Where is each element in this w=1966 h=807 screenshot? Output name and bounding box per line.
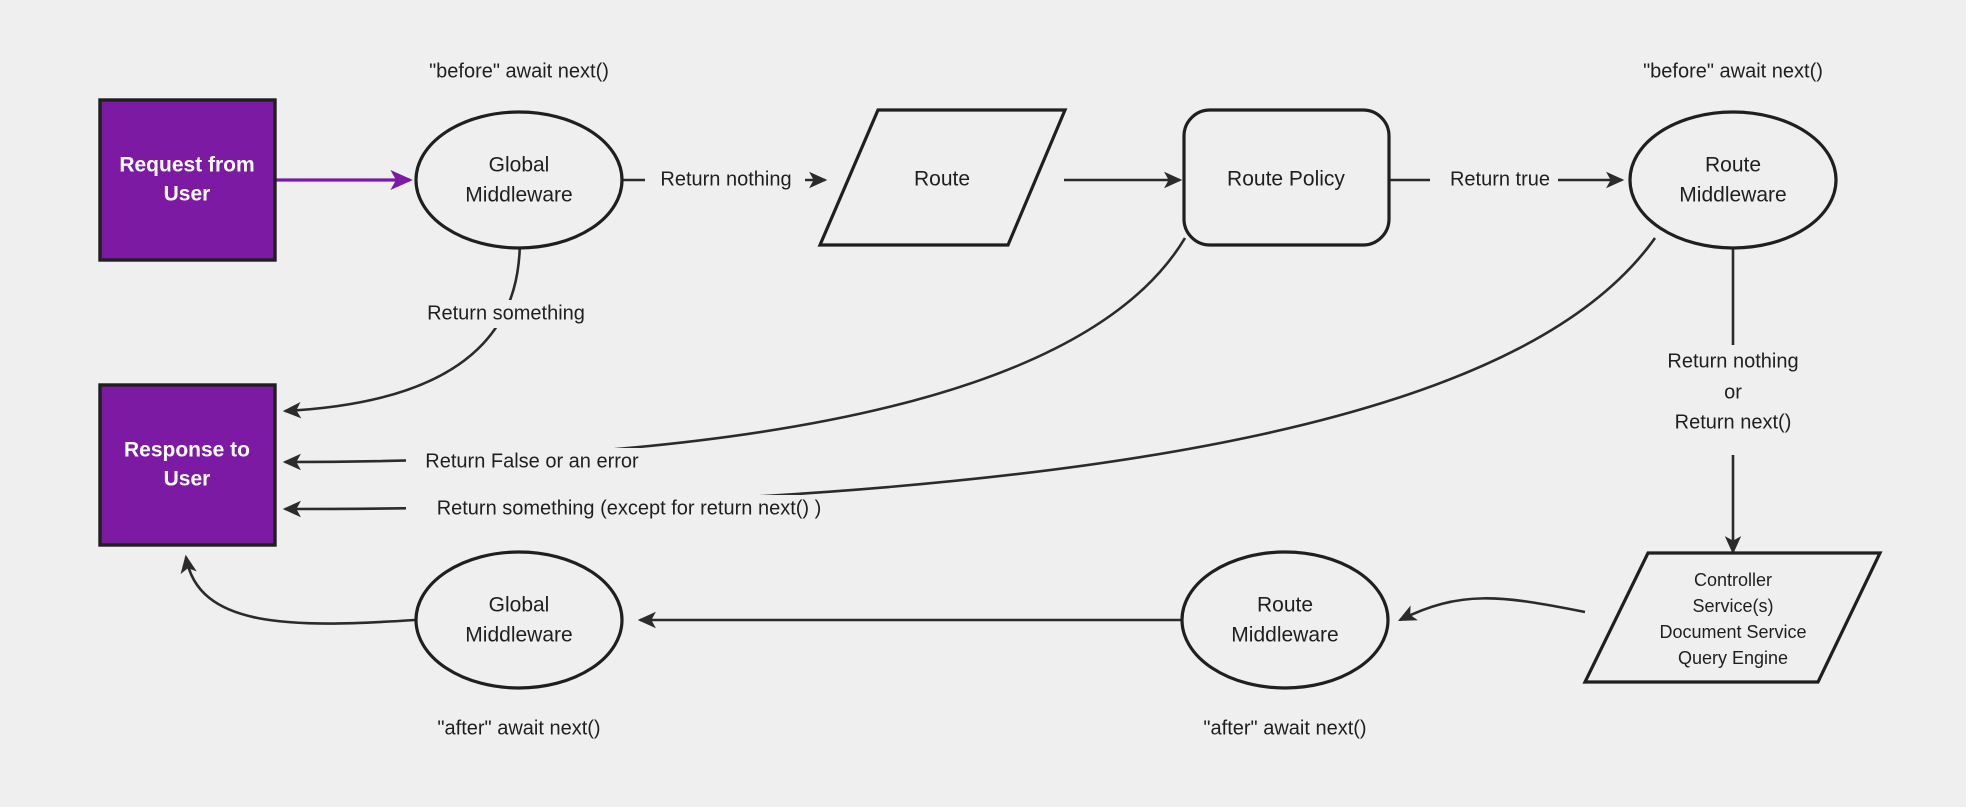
edge-label-return-something-except-next: Return something (except for return next…	[437, 497, 822, 519]
node-route-middleware-before-line2: Middleware	[1679, 184, 1786, 207]
node-route-middleware-after-line1: Route	[1257, 594, 1313, 617]
node-request-from-user[interactable]	[98, 98, 277, 262]
node-controller-line4: Query Engine	[1678, 648, 1788, 668]
annotation-after-route-middleware: "after" await next()	[1203, 717, 1366, 739]
edge-label-return-something: Return something	[427, 302, 585, 324]
node-route-middleware-after-line2: Middleware	[1231, 624, 1338, 647]
edge-global-middleware-to-response	[282, 237, 522, 419]
node-global-middleware-after-line2: Middleware	[465, 624, 572, 647]
node-response-to-user[interactable]	[98, 383, 277, 547]
node-route-middleware-after[interactable]	[1180, 550, 1390, 690]
edge-label-return-nothing-or-next-3: Return next()	[1675, 411, 1792, 433]
edge-label-return-nothing-or-next-1: Return nothing	[1667, 350, 1798, 372]
node-route[interactable]	[817, 108, 1068, 247]
node-request-from-user-line2: User	[164, 183, 211, 206]
edge-route-policy-to-response	[282, 237, 1187, 471]
node-route-policy-label: Route Policy	[1227, 168, 1345, 191]
node-global-middleware-after[interactable]	[414, 550, 624, 690]
annotation-before-global-middleware: "before" await next()	[429, 60, 609, 82]
node-controller-line3: Document Service	[1659, 622, 1806, 642]
label-bg-return-something-except	[406, 495, 850, 523]
node-route-label: Route	[914, 168, 970, 191]
label-bg-return-something	[407, 300, 603, 328]
edge-global-middleware-after-to-response	[180, 554, 416, 625]
label-bg-return-false	[406, 448, 656, 476]
edge-controller-to-route-middleware-after	[1397, 597, 1586, 622]
node-route-policy[interactable]	[1182, 108, 1391, 247]
label-bg-return-nothing-or-next	[1648, 345, 1824, 455]
annotation-after-global-middleware: "after" await next()	[437, 717, 600, 739]
node-response-to-user-line1: Response to	[124, 439, 250, 462]
node-request-from-user-line1: Request from	[119, 154, 254, 177]
node-global-middleware-before[interactable]	[414, 110, 624, 250]
edge-label-return-false-or-error: Return False or an error	[425, 450, 639, 472]
node-controller[interactable]	[1582, 551, 1883, 684]
label-bg-return-true	[1430, 166, 1558, 194]
node-global-middleware-before-line2: Middleware	[465, 184, 572, 207]
annotation-before-route-middleware: "before" await next()	[1643, 60, 1823, 82]
node-route-middleware-before[interactable]	[1628, 110, 1838, 250]
edge-label-return-nothing-or-next-2: or	[1724, 381, 1742, 403]
node-controller-line2: Service(s)	[1692, 596, 1773, 616]
node-response-to-user-line2: User	[164, 468, 211, 491]
node-route-middleware-before-line1: Route	[1705, 154, 1761, 177]
node-global-middleware-before-line1: Global	[489, 154, 550, 177]
node-global-middleware-after-line1: Global	[489, 594, 550, 617]
label-bg-return-nothing	[645, 166, 805, 194]
edge-label-return-nothing: Return nothing	[660, 168, 791, 190]
edge-label-return-true: Return true	[1450, 168, 1550, 190]
node-controller-line1: Controller	[1694, 570, 1772, 590]
